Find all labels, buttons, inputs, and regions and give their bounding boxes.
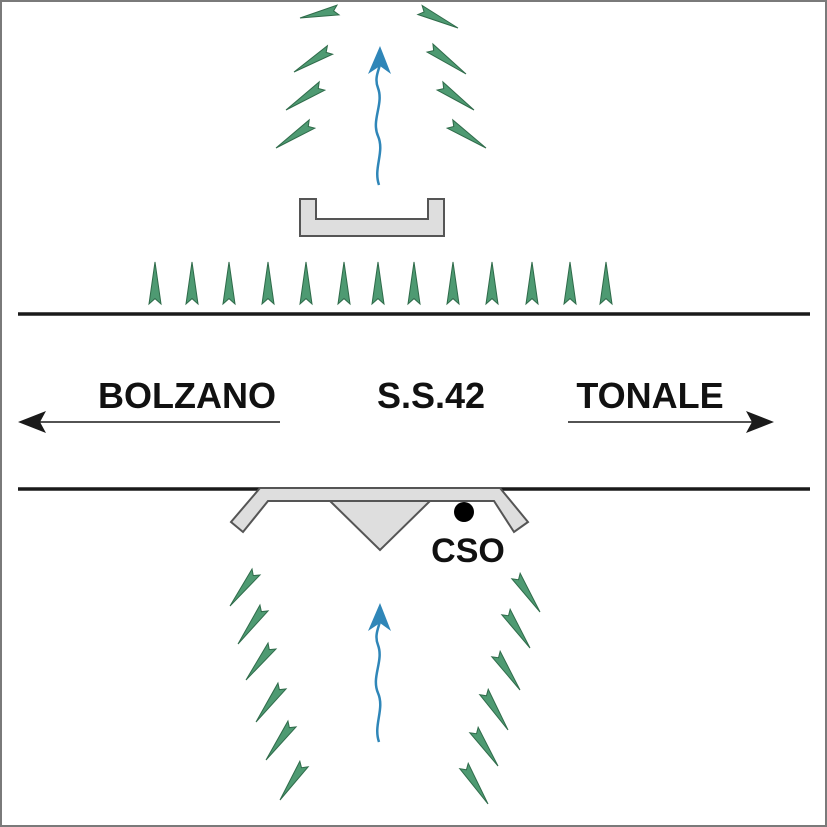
direction-arrow-icon	[18, 411, 46, 433]
lower-funnel	[327, 500, 433, 552]
spike-icon	[563, 261, 577, 306]
spike-icon	[299, 261, 313, 306]
spike-icon	[185, 261, 199, 306]
lower-flow-arrow	[368, 603, 391, 743]
flow-arrow-icon	[374, 63, 382, 186]
spike-icon	[261, 261, 275, 306]
sensor-dot-icon	[454, 502, 474, 522]
spike-icon	[407, 261, 421, 306]
spike-icon	[148, 261, 162, 306]
spike-icon	[458, 761, 489, 805]
spike-icon	[222, 261, 236, 306]
left-direction-label: BOLZANO	[98, 375, 276, 416]
spike-icon	[416, 4, 459, 29]
spike-icon	[468, 725, 499, 767]
spike-icon	[299, 4, 341, 19]
spike-icon	[285, 80, 327, 111]
right-direction-label: TONALE	[576, 375, 723, 416]
right-direction-arrow	[568, 411, 774, 433]
spike-icon	[293, 44, 335, 73]
spike-icon	[435, 80, 475, 111]
spike-icon	[275, 118, 317, 149]
spike-icon	[445, 118, 487, 149]
lower-deflector	[229, 487, 530, 534]
spike-icon	[337, 261, 351, 306]
upper-barrier	[299, 198, 445, 237]
spike-icon	[510, 571, 541, 613]
spike-icon	[490, 649, 521, 691]
spike-icon	[279, 759, 310, 801]
spike-icon	[237, 603, 270, 645]
spike-icon	[599, 261, 613, 306]
sensor-label: CSO	[431, 532, 505, 570]
left-direction-arrow	[18, 411, 280, 433]
flow-arrow-icon	[374, 620, 382, 743]
spike-icon	[478, 687, 509, 731]
spike-icon	[446, 261, 460, 306]
spike-icon	[425, 42, 467, 75]
spike-icon	[255, 681, 288, 723]
spike-icon	[229, 567, 262, 607]
spike-icon	[525, 261, 539, 306]
spike-icon	[485, 261, 499, 306]
upper-flow-arrow	[368, 46, 391, 186]
spike-field	[148, 4, 613, 805]
direction-arrow-icon	[746, 411, 774, 433]
spike-icon	[371, 261, 385, 306]
spike-icon	[265, 719, 298, 761]
road-label: S.S.42	[377, 375, 485, 416]
spike-icon	[500, 607, 531, 649]
spike-icon	[245, 641, 278, 681]
